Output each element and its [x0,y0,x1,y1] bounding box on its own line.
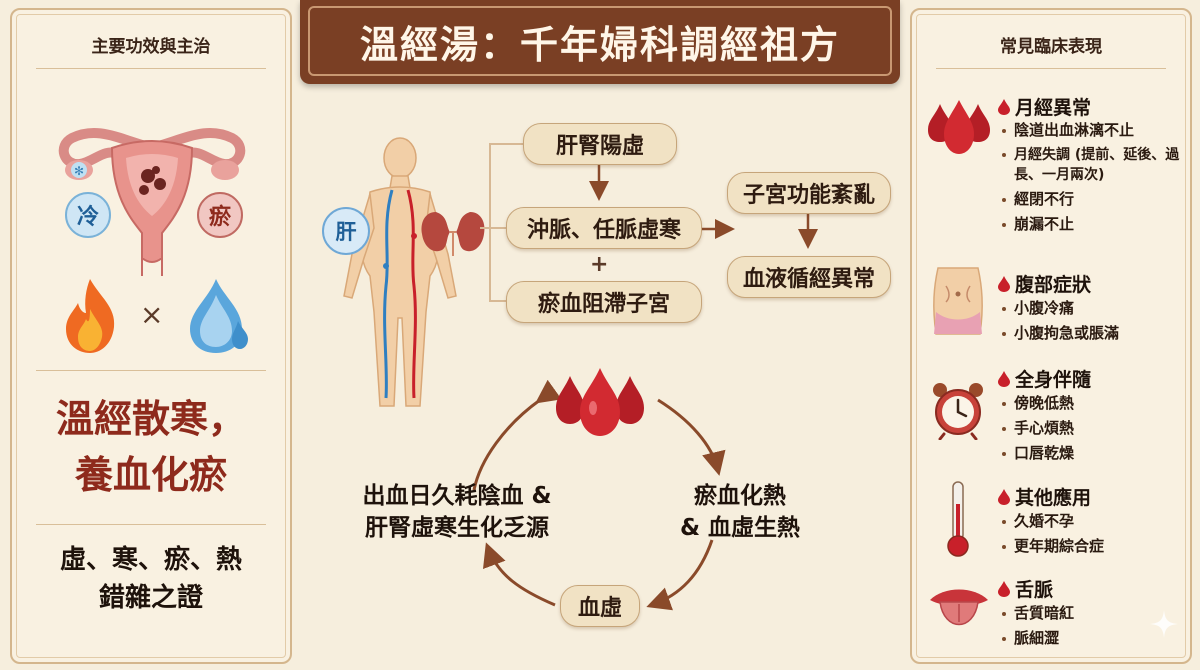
section-list-tongue-pulse: 舌質暗紅 脈細澀 [1000,601,1074,651]
thermometer-icon [947,481,969,557]
divider [936,68,1166,69]
page-title: 溫經湯：千年婦科調經祖方 [359,22,840,67]
section-title-label: 全身伴隨 [1015,369,1092,391]
list-item: 舌質暗紅 [1000,601,1074,626]
list-item: 經閉不行 [1000,187,1184,212]
list-item: 小腹冷痛 [1000,296,1119,321]
effect-line-1: 溫經散寒， [55,397,246,441]
section-list-other: 久婚不孕 更年期綜合症 [1000,509,1104,559]
blood-drops-icon [556,368,644,436]
drop-bullet-icon [998,275,1010,292]
right-panel: 常見臨床表現 月經異常 陰道出血淋漓不止 月經失調 (提前、延後、過長、一月兩次… [910,8,1192,664]
node-uterus-disorder: 子宮功能紊亂 [727,172,891,214]
section-list-general: 傍晚低熱 手心煩熱 口唇乾燥 [1000,391,1074,466]
svg-text:✻: ✻ [74,164,84,178]
syndrome-line-1: 虛、寒、瘀、熱 [59,545,242,575]
section-title-abdominal: 腹部症狀 [997,270,1091,297]
blood-drops-icon [928,100,990,154]
node-chong-ren-meridians: 沖脈、任脈虛寒 [506,207,702,249]
cycle-left-line-2: 肝腎虛寒生化乏源 [365,515,549,541]
drop-bullet-icon [998,98,1010,115]
sparkle-icon [1150,610,1178,638]
stasis-badge: 瘀 [197,192,243,238]
list-item: 口唇乾燥 [1000,441,1074,466]
cycle-right-line-2: & 血虛生熱 [679,515,801,541]
abdomen-icon [933,267,983,335]
section-title-label: 月經異常 [1015,97,1092,119]
node-circulation-abnormal: 血液循經異常 [727,256,891,298]
divider [36,524,266,525]
section-title-general: 全身伴隨 [997,365,1091,392]
node-label: 血液循經異常 [742,267,875,292]
section-list-abdominal: 小腹冷痛 小腹拘急或脹滿 [1000,296,1119,346]
node-label: 血虛 [577,596,622,621]
kidney-icon [421,212,485,256]
section-title-other: 其他應用 [997,483,1091,510]
section-title-label: 腹部症狀 [1015,274,1092,296]
list-item: 傍晚低熱 [1000,391,1074,416]
alarm-clock-icon [933,383,983,440]
node-liver-kidney-deficiency: 肝腎陽虛 [523,123,677,165]
cycle-left-text: 出血日久耗陰血 & 肝腎虛寒生化乏源 [340,480,574,544]
list-item: 月經失調 (提前、延後、過長、一月兩次) [1000,143,1184,187]
cycle-left-line-1: 出血日久耗陰血 & [362,483,552,509]
cycle-right-text: 瘀血化熱 & 血虛生熱 [660,480,820,544]
title-frame: 溫經湯：千年婦科調經祖方 [308,6,892,76]
times-symbol: × [140,298,164,331]
liver-badge: 肝 [322,207,370,255]
node-label: 肝腎陽虛 [555,134,644,159]
node-label: 瘀血阻滯子宮 [537,292,670,317]
list-item: 手心煩熱 [1000,416,1074,441]
list-item: 崩漏不止 [1000,212,1184,237]
right-panel-header: 常見臨床表現 [1000,37,1102,57]
section-title-label: 舌脈 [1015,579,1054,601]
divider [36,68,266,69]
tongue-icon [930,589,988,626]
divider [36,370,266,371]
section-title-label: 其他應用 [1015,487,1092,509]
node-blood-deficiency: 血虛 [560,585,640,627]
drop-bullet-icon [998,488,1010,505]
plus-symbol: + [590,252,609,277]
syndrome-line-2: 錯雜之證 [98,583,203,613]
drop-bullet-icon [998,580,1010,597]
node-label: 子宮功能紊亂 [742,183,875,208]
list-item: 久婚不孕 [1000,509,1104,534]
list-item: 陰道出血淋漓不止 [1000,118,1184,143]
drop-bullet-icon [998,370,1010,387]
list-item: 脈細澀 [1000,626,1074,651]
list-item: 小腹拘急或脹滿 [1000,321,1119,346]
node-blood-stasis: 瘀血阻滯子宮 [506,281,702,323]
node-label: 沖脈、任脈虛寒 [526,218,681,243]
effect-line-2: 養血化瘀 [74,453,227,497]
list-item: 更年期綜合症 [1000,534,1104,559]
section-title-menstrual: 月經異常 [997,93,1091,120]
water-icon [190,279,248,353]
section-title-tongue-pulse: 舌脈 [997,575,1053,602]
uterus-icon: ✻ [58,127,246,276]
fire-icon [66,279,115,353]
stasis-badge-label: 瘀 [208,205,231,230]
liver-badge-label: 肝 [335,220,357,244]
cold-badge: 冷 [65,192,111,238]
title-banner: 溫經湯：千年婦科調經祖方 [300,0,900,84]
left-panel-header: 主要功效與主治 [91,37,211,57]
left-panel: 主要功效與主治 ✻ 冷 瘀 × 溫經散寒， 養血化瘀 虛、寒、瘀、熱 錯雜之證 [10,8,292,664]
cycle-right-line-1: 瘀血化熱 [694,483,786,509]
cold-badge-label: 冷 [76,205,99,230]
section-list-menstrual: 陰道出血淋漓不止 月經失調 (提前、延後、過長、一月兩次) 經閉不行 崩漏不止 [1000,118,1184,237]
